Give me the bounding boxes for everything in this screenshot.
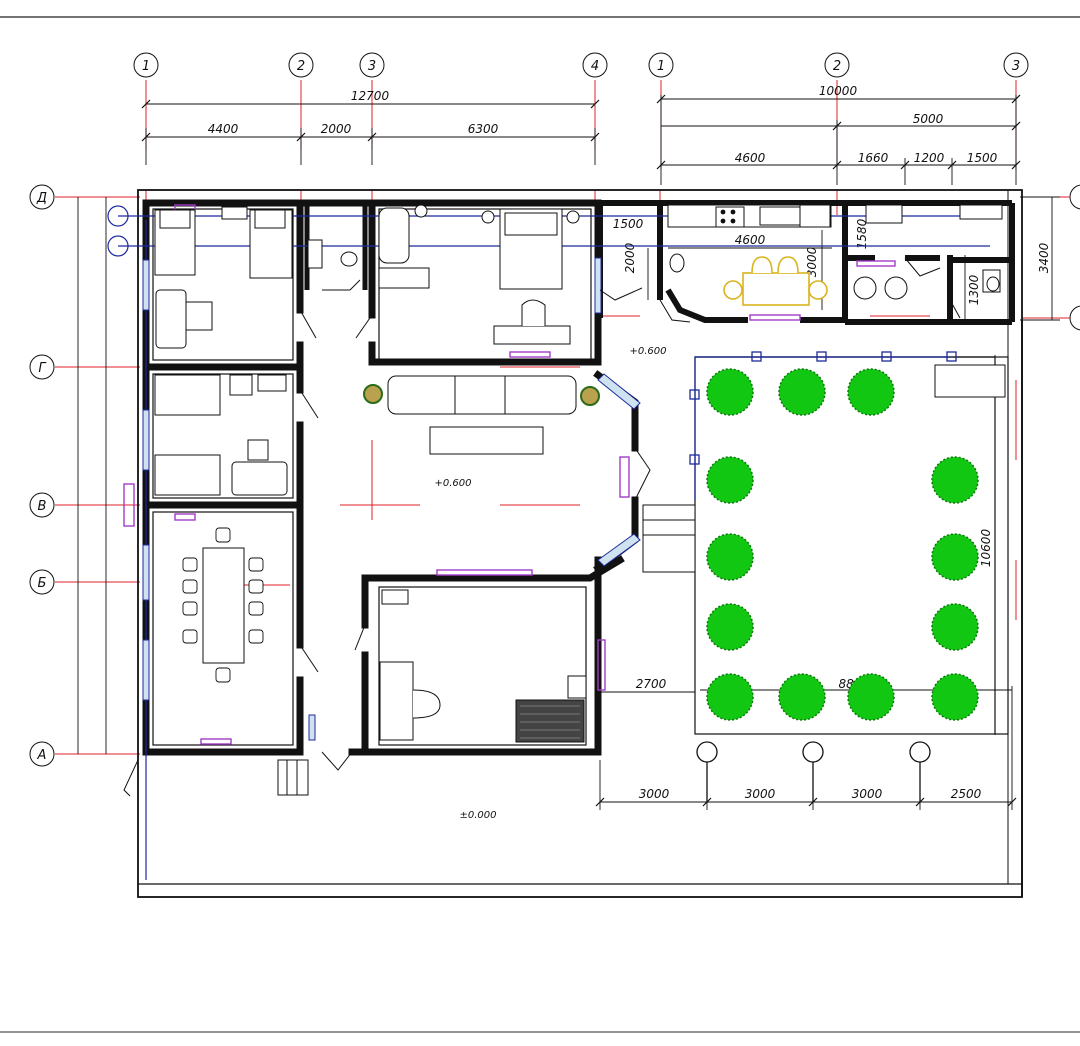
meeting-chairs [182,527,264,683]
dim-total-right: 10000 [819,84,858,98]
dim-right-2: 1200 [914,151,945,165]
dim-kitchen-width-inner: 4600 [735,233,766,247]
site-boundary [137,189,1023,898]
dim-right-3: 1500 [967,151,998,165]
tree [706,456,754,504]
dim-wc-width: 1500 [613,217,644,231]
dim-kitchen-width: 4600 [735,151,766,165]
dim-kitchen-height: 3000 [805,246,819,277]
tree [931,673,979,721]
tree [778,368,826,416]
axis-bubble: Б [29,569,55,595]
furniture [154,204,1006,796]
columns [696,741,931,802]
axis-bubble: 3 [1003,52,1029,78]
axis-bubble-partial [1069,184,1080,210]
axis-bubbles-left: Д Г В Б А [29,184,1080,767]
tree [706,673,754,721]
axis-bubble: Г [29,354,55,380]
tree [931,456,979,504]
axis-label: Д [36,191,47,206]
stair-hatch [515,699,585,743]
dining-set [723,256,828,306]
water-pipe [107,205,990,880]
axis-bubble-partial [1069,305,1080,331]
tree [778,673,826,721]
dim-right-1: 1660 [858,151,889,165]
level-mark-hall: +0.600 [434,478,471,489]
axis-bubble: В [29,492,55,518]
axis-bubbles-top-right: 1 2 3 [648,52,1029,78]
plants [363,384,600,406]
doors [123,257,961,797]
axis-label: В [38,499,47,514]
tree [847,673,895,721]
axis-bubbles-top-left: 1 2 3 4 [133,52,608,78]
axis-grid [55,80,1017,755]
axis-bubble: 2 [288,52,314,78]
axis-label: Г [38,361,47,376]
axis-label: 1 [142,59,150,74]
kitchen-appliances [720,209,736,224]
tree [931,603,979,651]
axis-bubble: 1 [133,52,159,78]
stair-hatch-lines [520,705,580,739]
level-mark-ground: ±0.000 [459,810,496,821]
axis-label: 3 [1012,59,1020,74]
axis-label: 3 [368,59,376,74]
tree [706,533,754,581]
axis-label: 2 [833,59,841,74]
axis-bubble: 1 [648,52,674,78]
dim-terrace-offset: 2700 [636,677,667,691]
axis-label: 1 [657,59,665,74]
axis-bubble: 2 [824,52,850,78]
tree [847,368,895,416]
dim-terrace-height: 10600 [979,529,993,568]
windows [123,204,896,745]
axis-label: Б [38,576,47,591]
dim-wc-height: 2000 [623,242,637,273]
level-mark-kitchen-hall: +0.600 [629,346,666,357]
dim-toilet-height: 1300 [967,274,981,305]
dimension-lines [77,95,1060,810]
dim-right-half: 5000 [913,112,944,126]
tree [931,533,979,581]
dim-left-3: 6300 [468,122,499,136]
axis-label: А [37,748,47,763]
axis-bubble: 3 [359,52,385,78]
dim-left-1: 4400 [208,122,239,136]
tree [706,603,754,651]
axis-label: 2 [297,59,305,74]
axis-bubble: 4 [582,52,608,78]
terrace-pipe [689,351,957,500]
dim-bottom-1: 3000 [639,787,670,801]
terrace-trees [706,368,979,721]
dim-right-height: 3400 [1037,242,1051,273]
window-frames [142,257,641,741]
dim-hall-right: 1580 [855,218,869,249]
axis-bubble: Д [29,184,55,210]
dim-bottom-3: 3000 [852,787,883,801]
dim-total-left: 12700 [351,89,390,103]
axis-bubble: А [29,741,55,767]
dim-bottom-2: 3000 [745,787,776,801]
dim-bottom-4: 2500 [951,787,982,801]
dim-left-2: 2000 [321,122,352,136]
axis-label: 4 [591,59,599,74]
tree [706,368,754,416]
